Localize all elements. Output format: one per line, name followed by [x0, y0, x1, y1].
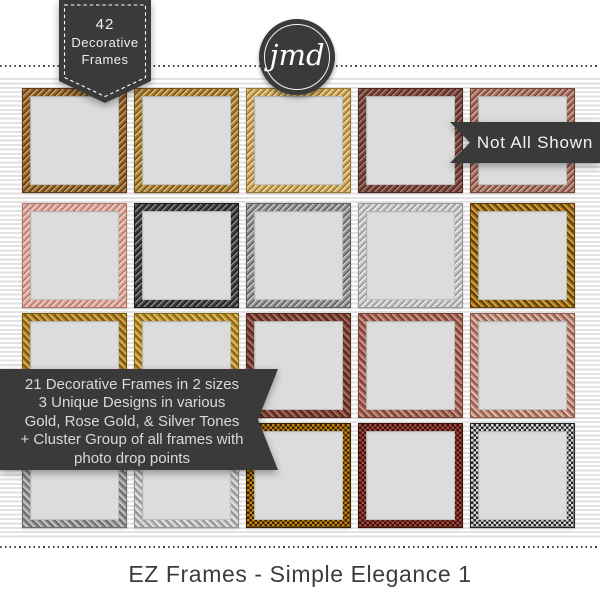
- frame-photo-area: [30, 211, 119, 300]
- frame-photo-area: [142, 211, 231, 300]
- frame-photo-area: [366, 211, 455, 300]
- decorative-frame-jeweled-black-silver: [470, 423, 575, 528]
- decorative-frame-amber-gold: [470, 203, 575, 308]
- not-all-shown-ribbon-wrap: Not All Shown: [450, 122, 600, 163]
- decorative-frame-rose-brown: [246, 313, 351, 418]
- page-title: EZ Frames - Simple Elegance 1: [128, 561, 472, 587]
- frame-photo-area: [366, 321, 455, 410]
- ribbon-label: Not All Shown: [476, 132, 594, 152]
- jmd-logo: jmd: [259, 19, 335, 95]
- badge-line: Decorative: [71, 35, 139, 50]
- description-line: photo drop points: [74, 449, 190, 467]
- frame-photo-area: [366, 96, 455, 185]
- bottom-dotted-divider: [0, 546, 600, 548]
- description-line: Gold, Rose Gold, & Silver Tones: [24, 412, 240, 430]
- frames-count-badge: 42 Decorative Frames: [59, 0, 151, 106]
- decorative-frame-jeweled-rose-red: [358, 423, 463, 528]
- description-line: 21 Decorative Frames in 2 sizes: [24, 376, 240, 393]
- frame-photo-area: [254, 211, 343, 300]
- decorative-frame-black: [134, 203, 239, 308]
- decorative-frame-copper-rose: [358, 313, 463, 418]
- decorative-frame-light-rose: [470, 313, 575, 418]
- description-banner: 21 Decorative Frames in 2 sizes 3 Unique…: [0, 369, 278, 470]
- frame-photo-area: [30, 96, 119, 185]
- logo-ring: [264, 24, 330, 90]
- logo-text: jmd: [269, 38, 325, 72]
- description-banner-wrap: 21 Decorative Frames in 2 sizes 3 Unique…: [0, 369, 278, 470]
- description-line: + Cluster Group of all frames with: [20, 431, 244, 449]
- not-all-shown-ribbon: Not All Shown: [450, 122, 600, 163]
- decorative-frame-bronze-gold: [22, 88, 127, 193]
- frame-photo-area: [254, 431, 343, 520]
- badge-line: Frames: [81, 52, 129, 67]
- decorative-frame-champagne-gold: [246, 88, 351, 193]
- frame-photo-area: [478, 321, 567, 410]
- decorative-frame-silver: [246, 203, 351, 308]
- decorative-frame-light-silver: [358, 203, 463, 308]
- frames-count-badge-text: 42 Decorative Frames: [59, 16, 151, 67]
- decorative-frame-light-pink: [22, 203, 127, 308]
- frame-photo-area: [366, 431, 455, 520]
- frame-photo-area: [142, 96, 231, 185]
- frame-photo-area: [478, 431, 567, 520]
- pennant-shape: [59, 0, 151, 103]
- frame-photo-area: [478, 211, 567, 300]
- badge-line: 42: [95, 16, 115, 33]
- frame-photo-area: [254, 96, 343, 185]
- description-line: 3 Unique Designs in various: [38, 394, 226, 412]
- decorative-frame-dark-rose: [358, 88, 463, 193]
- frame-photo-area: [254, 321, 343, 410]
- decorative-frame-gold: [134, 88, 239, 193]
